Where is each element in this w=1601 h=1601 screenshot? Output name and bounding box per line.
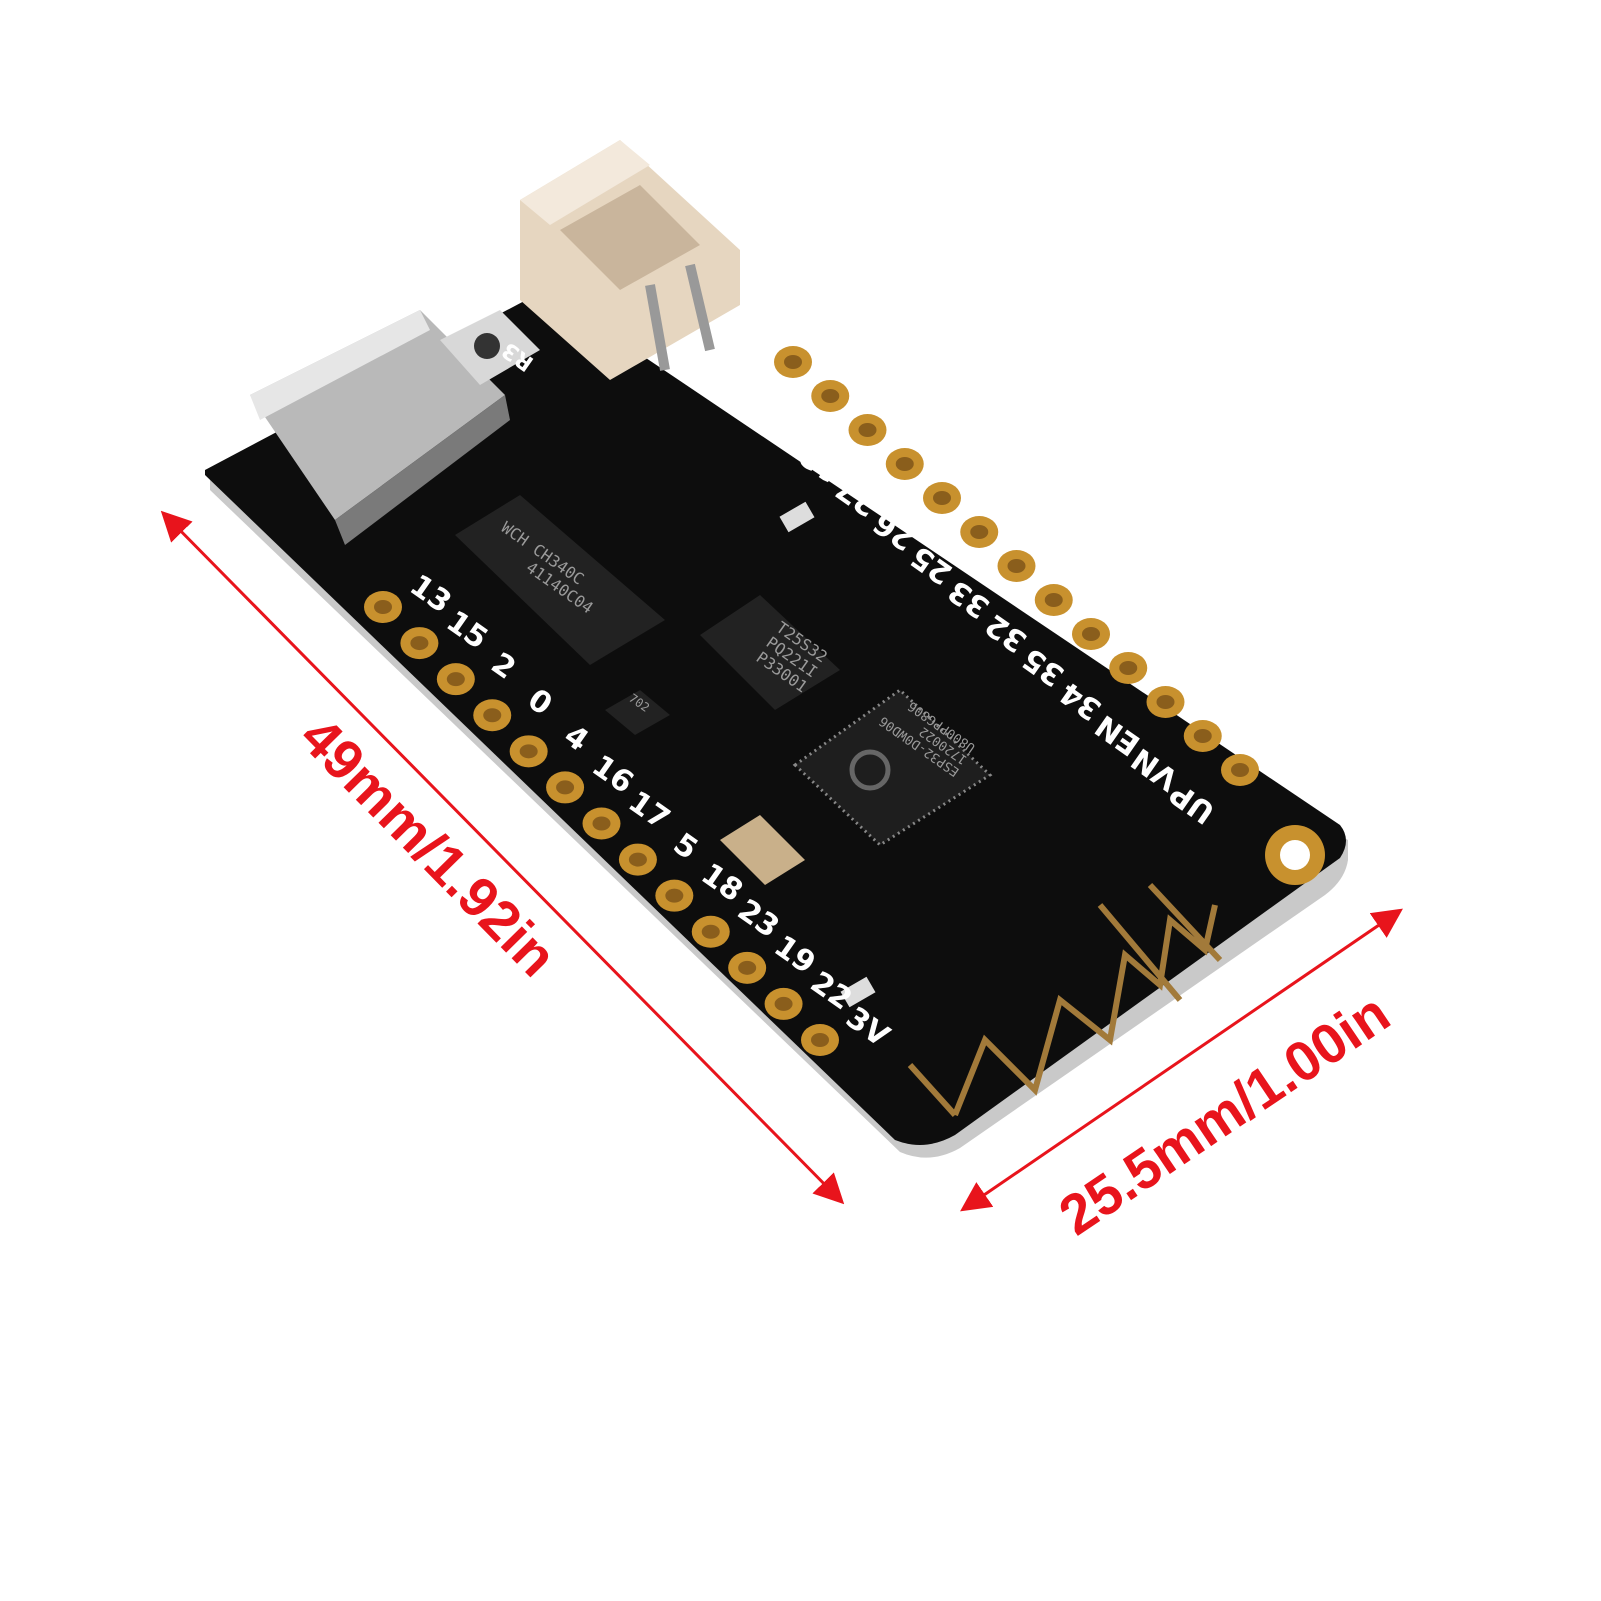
pin-hole — [811, 1033, 829, 1047]
pin-hole — [1044, 593, 1063, 607]
pin-hole — [410, 636, 429, 651]
pin-hole — [821, 389, 840, 403]
pin-hole — [556, 780, 575, 795]
pin-hole — [701, 924, 720, 939]
pin-hole — [1119, 661, 1138, 675]
pin-hole — [895, 457, 914, 471]
pin-hole — [1082, 627, 1100, 641]
pin-hole — [592, 816, 611, 831]
pin-hole — [1193, 729, 1212, 743]
pin-hole — [1156, 695, 1175, 709]
battery-connector — [520, 140, 740, 380]
usb-c-port — [250, 310, 510, 545]
pin-hole — [446, 672, 465, 687]
width-arrow — [960, 908, 1403, 1212]
power-led — [840, 976, 876, 1008]
pin-hole — [1231, 763, 1249, 777]
pin-hole — [665, 888, 684, 903]
pin-label: G — [725, 373, 765, 416]
pin-hole — [970, 525, 989, 539]
espressif-logo-icon — [849, 749, 891, 791]
pin-hole — [374, 600, 392, 614]
pin-hole — [738, 960, 757, 975]
pin-hole — [483, 708, 502, 723]
pin-hole — [1007, 559, 1026, 573]
length-arrow — [160, 510, 845, 1205]
pin-hole — [519, 744, 538, 759]
pin-hole — [774, 996, 793, 1011]
pin-hole — [628, 852, 647, 867]
pin-hole — [933, 491, 951, 505]
pin-hole — [784, 355, 802, 369]
pin-hole — [858, 423, 877, 437]
reset-button[interactable] — [440, 310, 540, 385]
